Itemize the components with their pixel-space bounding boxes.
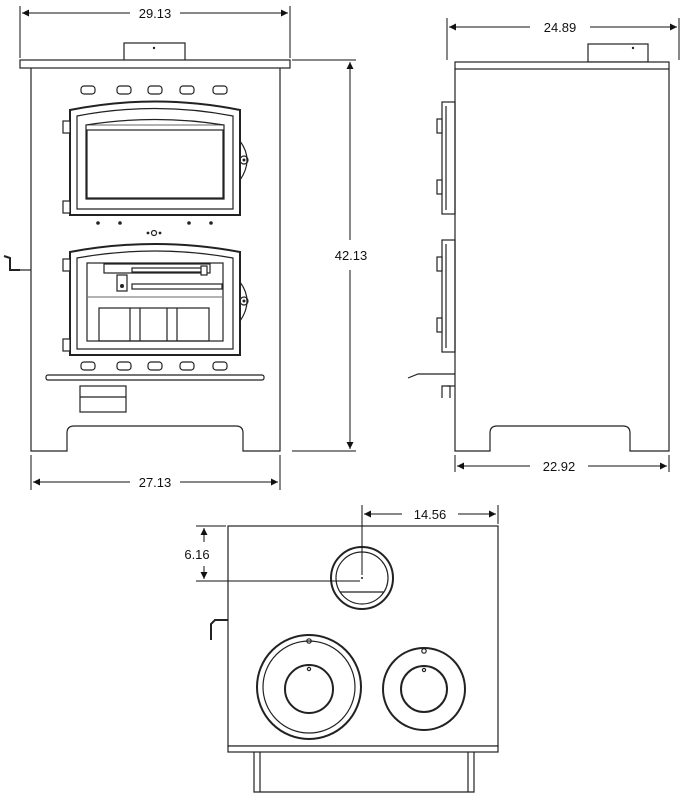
front-height-dimension: 42.13: [292, 59, 370, 452]
front-lower-door: [62, 243, 249, 356]
front-body: [30, 68, 281, 452]
side-top-depth-label: 24.89: [544, 20, 577, 35]
side-body: [454, 69, 670, 452]
top-ash-drawer: [253, 752, 475, 793]
top-side-lever: [210, 619, 228, 640]
front-lower-vents: [80, 361, 228, 371]
front-side-lever: [3, 255, 20, 271]
top-view: 14.56 6.16: [182, 505, 499, 793]
side-top-depth-dimension: 24.89: [446, 18, 680, 60]
dimension-label-backing: [541, 19, 579, 36]
dimension-label-backing: [540, 458, 578, 475]
front-view: 29.13: [3, 5, 370, 491]
front-ash-lip: [45, 374, 265, 381]
top-left-cooking-plate: [256, 634, 362, 740]
front-bottom-width-label: 27.13: [139, 475, 172, 490]
top-flue-x-dimension: 14.56: [361, 505, 499, 575]
front-flue-collar: [123, 42, 186, 62]
front-bottom-width-dimension: 27.13: [30, 455, 281, 491]
front-top-plate: [19, 59, 291, 69]
side-flue-collar: [587, 43, 649, 63]
side-top-plate: [454, 61, 670, 70]
side-bottom-depth-dimension: 22.92: [454, 455, 670, 475]
side-ash-pan-handle: [441, 385, 451, 398]
top-right-cooking-plate: [382, 647, 466, 731]
front-upper-door: [62, 100, 249, 216]
front-top-width-label: 29.13: [139, 6, 172, 21]
side-lever: [407, 373, 455, 379]
dimension-label-backing: [411, 506, 449, 523]
top-front-lip: [227, 745, 499, 753]
top-flue-x-label: 14.56: [414, 507, 447, 522]
side-lower-door-profile: [436, 239, 456, 353]
side-view: 24.89: [407, 18, 680, 475]
front-top-width-dimension: 29.13: [19, 5, 291, 58]
front-upper-vents: [80, 85, 228, 95]
dimension-label-backing: [332, 247, 370, 264]
dimension-label-backing: [136, 5, 174, 22]
side-bottom-depth-label: 22.92: [543, 459, 576, 474]
front-air-control-dots: [96, 221, 213, 237]
front-height-label: 42.13: [335, 248, 368, 263]
side-upper-door-profile: [436, 101, 456, 215]
front-ash-pan: [79, 385, 127, 413]
dimension-label-backing: [136, 474, 174, 491]
dimension-label-backing: [182, 546, 212, 563]
top-flue-y-dimension: 6.16: [182, 525, 360, 582]
top-flue-y-label: 6.16: [184, 547, 209, 562]
